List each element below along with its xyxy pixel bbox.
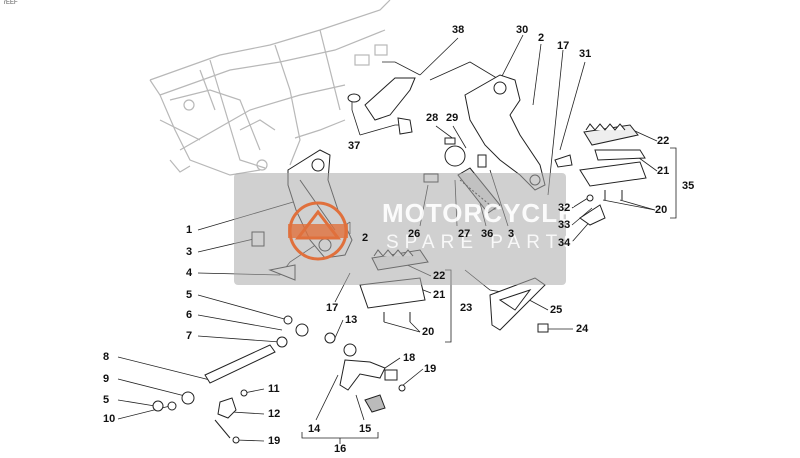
- callout-12: 12: [268, 408, 281, 420]
- callout-15: 15: [359, 423, 372, 435]
- callout-1: 1: [186, 224, 193, 236]
- callout-35: 35: [682, 180, 695, 192]
- callout-6: 6: [186, 309, 193, 321]
- frame-outline: [149, 0, 391, 176]
- callout-3-left: 3: [186, 246, 193, 258]
- callout-16: 16: [334, 443, 347, 455]
- callout-37: 37: [348, 140, 361, 152]
- gear-linkage: [152, 231, 406, 444]
- callout-27: 27: [458, 228, 471, 240]
- callout-10: 10: [103, 413, 116, 425]
- watermark-subtitle: SPARE PARTS: [386, 232, 582, 253]
- callout-21: 21: [657, 165, 670, 177]
- callout-22-lower: 22: [433, 270, 446, 282]
- callout-24: 24: [576, 323, 589, 335]
- callout-38: 38: [452, 24, 465, 36]
- callout-20-lower: 20: [422, 326, 435, 338]
- callout-32: 32: [558, 202, 571, 214]
- corner-note: rEEF: [4, 0, 18, 6]
- callout-9: 9: [103, 373, 110, 385]
- callout-25: 25: [550, 304, 563, 316]
- callout-2: 2: [538, 32, 545, 44]
- callout-2-left: 2: [362, 232, 369, 244]
- callout-19: 19: [424, 363, 437, 375]
- callout-8: 8: [103, 351, 110, 363]
- callout-29: 29: [446, 112, 459, 124]
- callout-34: 34: [558, 237, 571, 249]
- callout-30: 30: [516, 24, 529, 36]
- callout-28: 28: [426, 112, 439, 124]
- callout-17-lower: 17: [326, 302, 339, 314]
- callout-22: 22: [657, 135, 670, 147]
- watermark-title: MOTORCYCLE: [382, 198, 577, 228]
- callout-21-lower: 21: [433, 289, 446, 301]
- callout-5: 5: [186, 289, 193, 301]
- plate-part: [347, 77, 416, 135]
- callout-17: 17: [557, 40, 570, 52]
- callout-20: 20: [655, 204, 668, 216]
- callout-4: 4: [186, 267, 193, 279]
- callout-19-lower: 19: [268, 435, 281, 447]
- callout-11: 11: [268, 383, 280, 395]
- callout-36: 36: [481, 228, 494, 240]
- callout-14: 14: [308, 423, 321, 435]
- callout-31: 31: [579, 48, 592, 60]
- callout-5-lower: 5: [103, 394, 110, 406]
- callout-33: 33: [558, 219, 571, 231]
- callout-7: 7: [186, 330, 193, 342]
- callout-18: 18: [403, 352, 416, 364]
- heel-guard: [489, 277, 549, 333]
- callout-26: 26: [408, 228, 421, 240]
- watermark-logo: [288, 201, 348, 261]
- callout-3-right: 3: [508, 228, 515, 240]
- callout-13: 13: [345, 314, 358, 326]
- upper-footpeg: [554, 123, 647, 226]
- callout-23: 23: [460, 302, 473, 314]
